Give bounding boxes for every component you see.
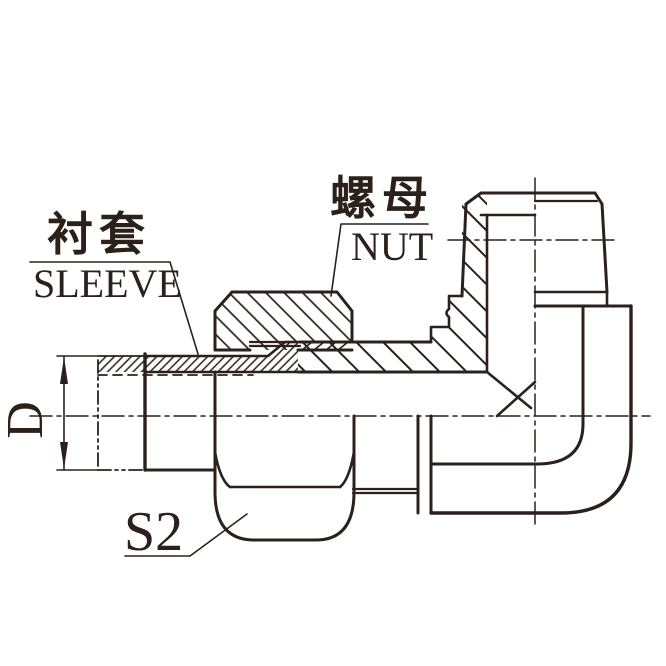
bore-cone-line	[485, 370, 533, 410]
nut-section-hatch	[215, 292, 352, 350]
labels: 衬套 SLEEVE 螺母 NUT S2	[33, 172, 434, 563]
elbow-outer-contour	[429, 304, 633, 515]
nut-sleeve-contact-lines	[248, 340, 302, 348]
neck-lines	[351, 487, 420, 495]
s2-leader	[124, 513, 248, 557]
nut-silhouette	[213, 414, 356, 542]
thread-runout-line	[533, 290, 609, 308]
elbow-inner-contour	[429, 304, 585, 466]
body-end-face	[416, 414, 433, 515]
elbow	[351, 304, 633, 515]
dim-d-label: D	[0, 401, 54, 439]
nut-chamfer-arc-left	[213, 450, 232, 489]
dimension-d: D	[0, 355, 149, 471]
nut-chamfer-arc-right	[338, 450, 356, 489]
label-sleeve-cn: 衬套	[47, 208, 151, 260]
nut-outside-view	[213, 414, 356, 542]
nut-leader	[330, 223, 429, 297]
label-s2: S2	[124, 501, 183, 563]
sleeve	[97, 340, 300, 472]
label-sleeve-en: SLEEVE	[33, 261, 182, 306]
label-nut-cn: 螺母	[330, 172, 434, 224]
sleeve-leader	[29, 261, 199, 355]
arrowhead-down	[60, 442, 68, 469]
male-end-outline	[460, 191, 609, 298]
male-end	[460, 191, 633, 374]
body-section	[296, 193, 537, 418]
leader-lines	[29, 223, 429, 557]
thread-relief-step	[429, 294, 464, 344]
label-nut-en: NUT	[351, 224, 433, 269]
tube	[97, 359, 254, 471]
arrowhead-up	[60, 357, 68, 384]
bore-chamfer-line	[495, 380, 537, 418]
